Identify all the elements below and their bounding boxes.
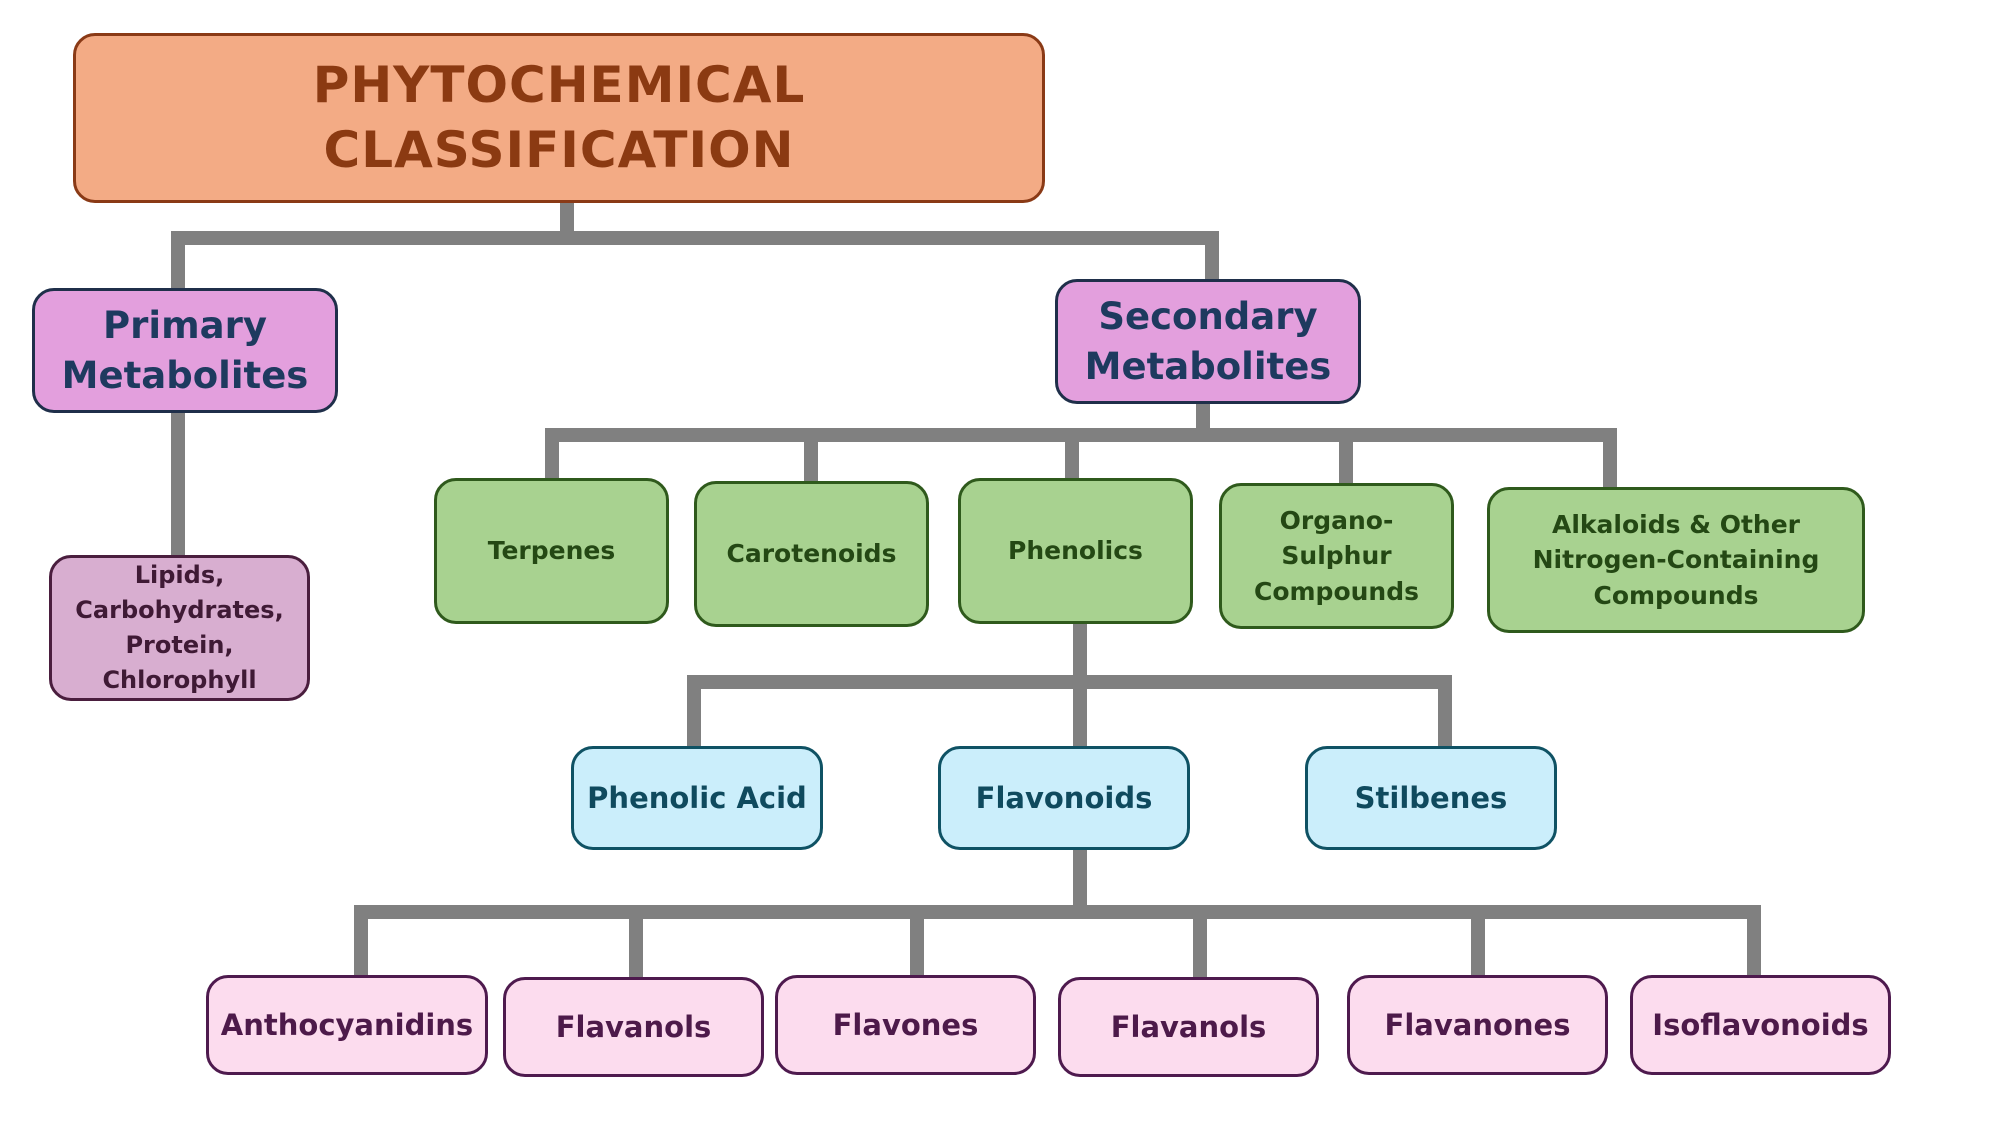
alkaloids-node: Alkaloids & Other Nitrogen-Containing Co… <box>1487 487 1865 633</box>
carotenoids-node: Carotenoids <box>694 481 929 627</box>
terpenes-node: Terpenes <box>434 478 669 624</box>
flavanols-node-2: Flavanols <box>1058 977 1319 1077</box>
flavanols-node-1: Flavanols <box>503 977 764 1077</box>
primary-metabolites-examples-node: Lipids, Carbohydrates, Protein, Chloroph… <box>49 555 310 701</box>
phenolics-node: Phenolics <box>958 478 1193 624</box>
phenolic-acid-node: Phenolic Acid <box>571 746 823 850</box>
secondary-metabolites-node: Secondary Metabolites <box>1055 279 1361 404</box>
flavonoids-node: Flavonoids <box>938 746 1190 850</box>
organosulphur-compounds-node: Organo- Sulphur Compounds <box>1219 483 1454 629</box>
anthocyanidins-node: Anthocyanidins <box>206 975 488 1075</box>
flavanones-node: Flavanones <box>1347 975 1608 1075</box>
root-node: PHYTOCHEMICAL CLASSIFICATION <box>73 33 1045 203</box>
primary-metabolites-node: Primary Metabolites <box>32 288 338 413</box>
flavones-node: Flavones <box>775 975 1036 1075</box>
stilbenes-node: Stilbenes <box>1305 746 1557 850</box>
isoflavonoids-node: Isoflavonoids <box>1630 975 1891 1075</box>
